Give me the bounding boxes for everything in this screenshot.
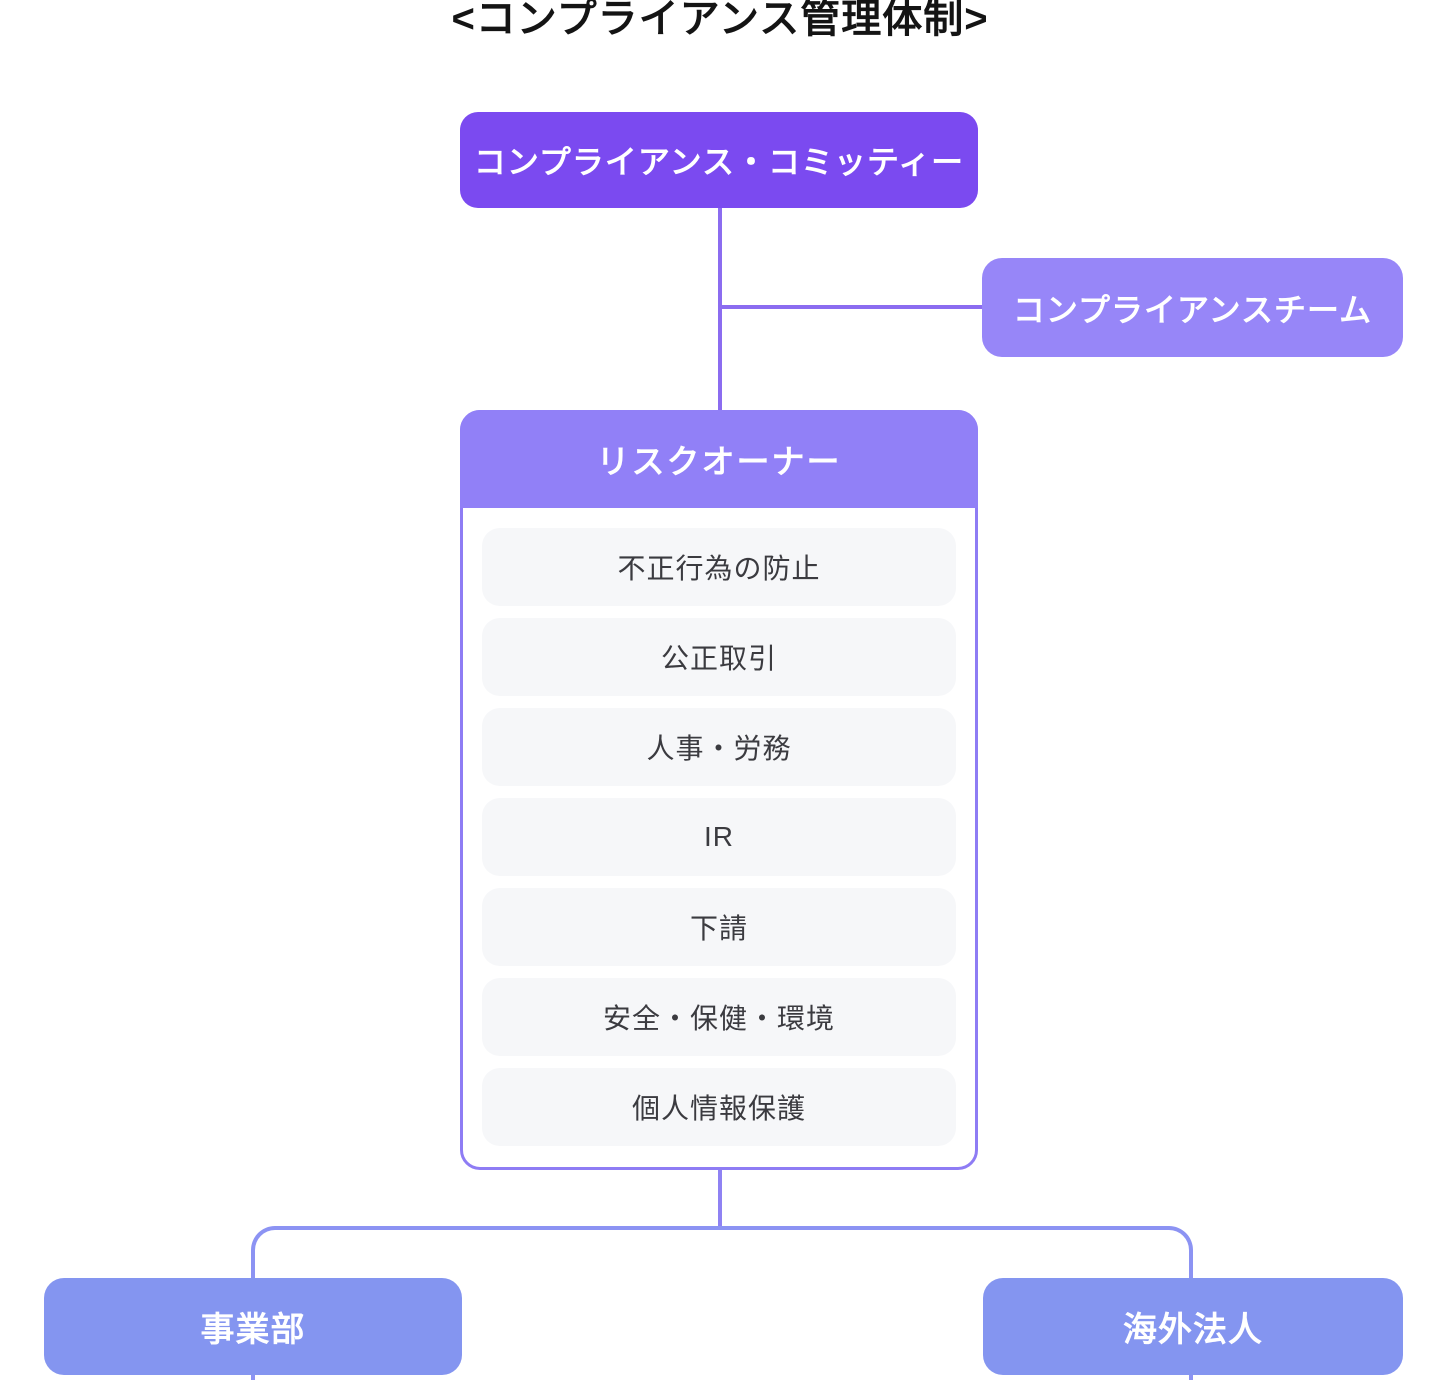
node-business-division-label: 事業部 xyxy=(200,1311,306,1349)
risk-item-subcontracting: 下請 xyxy=(482,888,956,966)
risk-owner-label: リスクオーナー xyxy=(596,443,842,480)
risk-item-hr-labor: 人事・労務 xyxy=(482,708,956,786)
node-compliance-committee-label: コンプライアンス・コミッティー xyxy=(473,144,965,180)
node-risk-owner: リスクオーナー 不正行為の防止 公正取引 人事・労務 IR 下請 安全・保健・環… xyxy=(460,410,978,1170)
connector-branch-to-team xyxy=(720,305,982,309)
chart-title: <コンプライアンス管理体制> xyxy=(451,0,989,41)
node-compliance-committee: コンプライアンス・コミッティー xyxy=(460,112,978,208)
connector-riskowner-to-branch xyxy=(718,1170,722,1230)
risk-item-personal-info-protection: 個人情報保護 xyxy=(482,1068,956,1146)
connector-committee-to-riskowner xyxy=(718,208,722,410)
node-overseas-corporation-label: 海外法人 xyxy=(1123,1311,1263,1349)
node-compliance-team: コンプライアンスチーム xyxy=(982,258,1403,357)
node-overseas-corporation: 海外法人 xyxy=(983,1278,1403,1375)
risk-item-ir: IR xyxy=(482,798,956,876)
risk-item-fair-trade: 公正取引 xyxy=(482,618,956,696)
connector-stub-division xyxy=(251,1375,255,1380)
risk-item-fraud-prevention: 不正行為の防止 xyxy=(482,528,956,606)
node-compliance-team-label: コンプライアンスチーム xyxy=(1012,291,1373,328)
risk-owner-header: リスクオーナー xyxy=(460,410,978,508)
risk-item-safety-health-environment: 安全・保健・環境 xyxy=(482,978,956,1056)
connector-stub-overseas xyxy=(1189,1375,1193,1380)
connector-branch-bridge xyxy=(251,1226,1193,1278)
risk-owner-item-list: 不正行為の防止 公正取引 人事・労務 IR 下請 安全・保健・環境 個人情報保護 xyxy=(482,528,956,1146)
node-business-division: 事業部 xyxy=(44,1278,462,1375)
